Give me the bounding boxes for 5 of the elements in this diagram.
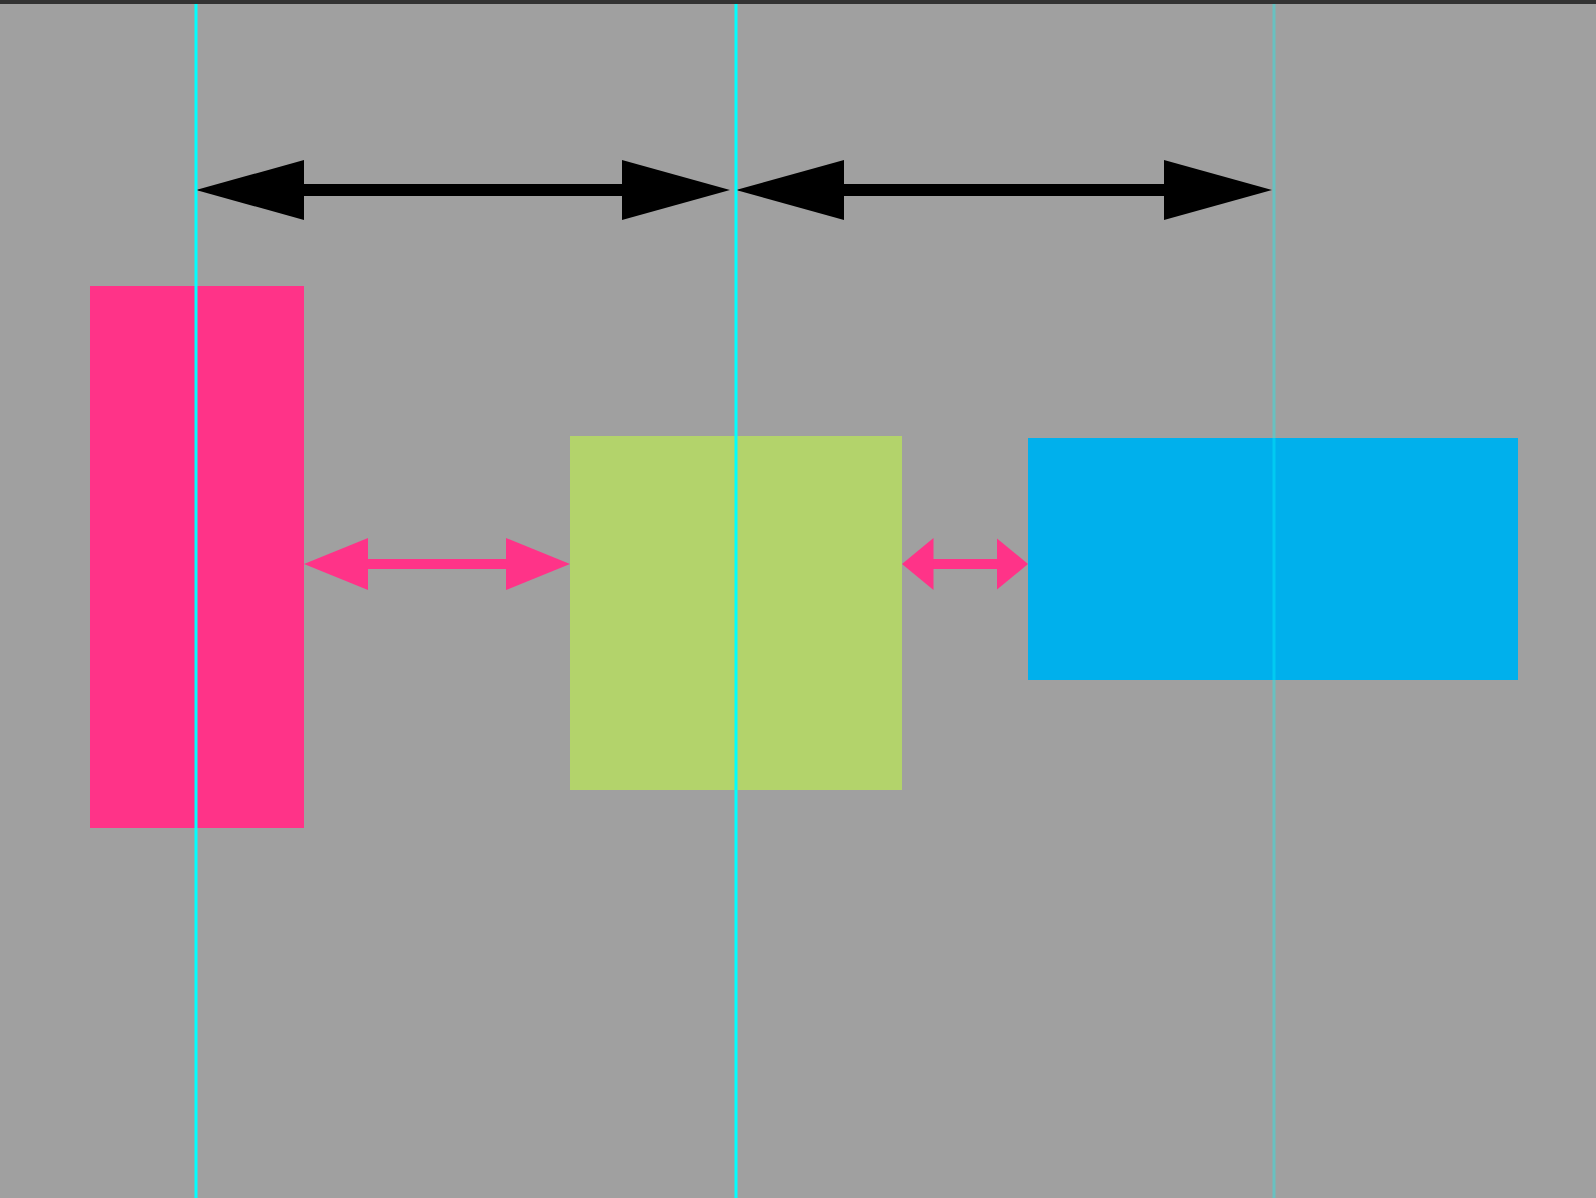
block	[570, 436, 902, 790]
double-arrow	[902, 538, 1028, 590]
block	[1028, 438, 1518, 680]
double-arrow	[304, 538, 570, 590]
block	[90, 286, 304, 828]
